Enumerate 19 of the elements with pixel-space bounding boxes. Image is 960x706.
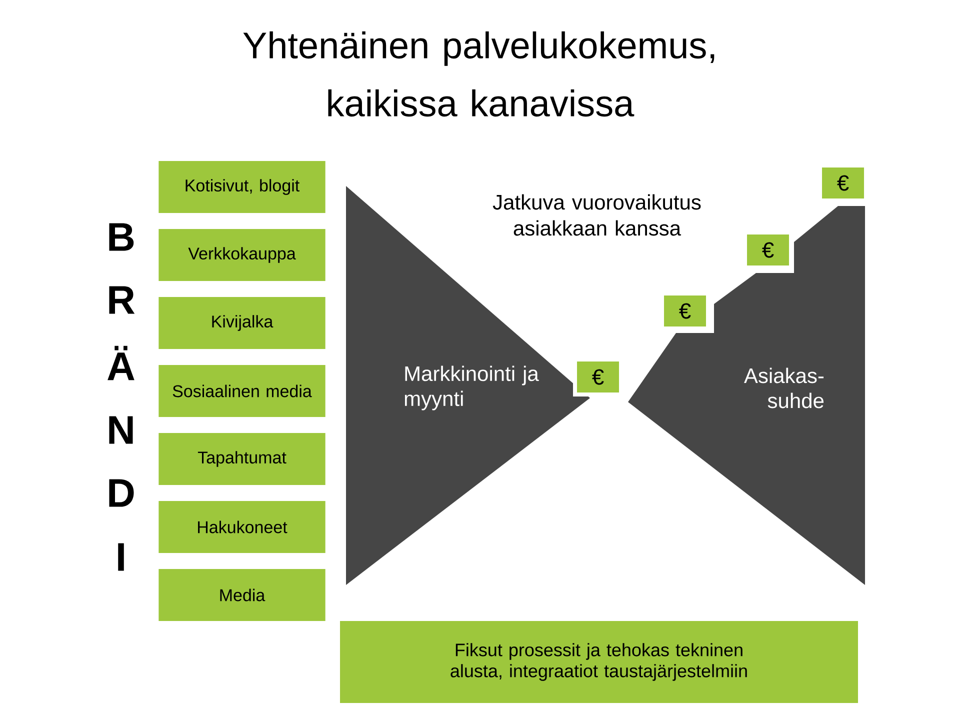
title: Yhtenäinen palvelukokemus, kaikissa kanavissa — [243, 31, 714, 117]
brand-letter: R — [109, 286, 135, 314]
euro-box: € — [818, 164, 868, 202]
channel-box: Kivijalka — [158, 297, 326, 349]
platform-bar: Fiksut prosessit ja tehokas tekninen alusta, integraatiot taustajärjestelmiin — [340, 621, 858, 703]
channel-box: Verkkokauppa — [158, 229, 326, 281]
euro-box: € — [743, 230, 794, 270]
brand-letter: Ä — [108, 346, 134, 380]
brand-letter: I — [118, 543, 124, 571]
brand-letter: B — [109, 223, 134, 251]
channel-box: Media — [158, 569, 326, 621]
euro-box: € — [573, 358, 623, 396]
channel-box: Kotisivut, blogit — [158, 161, 326, 213]
brand-letter: D — [109, 479, 134, 507]
brand-letter: N — [109, 416, 133, 444]
euro-box: € — [660, 292, 710, 330]
channel-box: Hakukoneet — [158, 501, 326, 553]
channel-box: Sosiaalinen media — [158, 365, 326, 417]
channel-box: Tapahtumat — [158, 433, 326, 485]
